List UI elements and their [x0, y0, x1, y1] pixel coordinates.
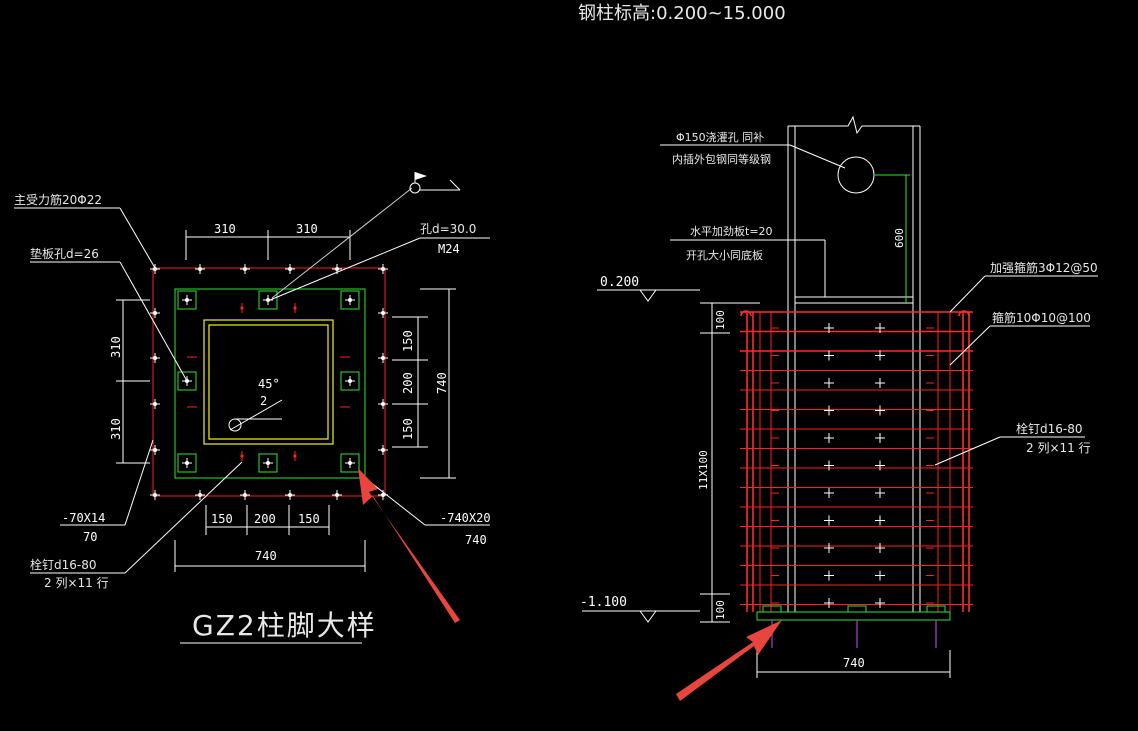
- dim-left-a: 310: [109, 336, 123, 358]
- dim-right-b: 200: [401, 372, 415, 394]
- elev-top-label: 0.200: [600, 275, 639, 290]
- base-plate: [174, 288, 366, 479]
- stud-mark: [824, 488, 834, 498]
- stud-note-right: 栓钉d16-80: [1016, 421, 1083, 436]
- vertical-rebars: [740, 310, 970, 612]
- stud-mark: [875, 598, 885, 608]
- rebar-outline: [152, 267, 386, 497]
- steel-column-inner: [208, 324, 329, 440]
- stud-mark: [875, 543, 885, 553]
- stud-mark: [875, 405, 885, 416]
- elevation-title: 钢柱标高:0.200~15.000: [578, 3, 786, 24]
- stud-label-left: 栓钉d16-80: [30, 557, 97, 572]
- stirrup-note: 箍筋10Φ10@100: [992, 310, 1091, 325]
- stud-grid-right: 2 列×11 行: [1026, 441, 1091, 455]
- column-base-plan: 45° 2 310 310 310 310 150 200 150 740: [14, 172, 491, 644]
- stud-mark: [875, 323, 885, 333]
- pointer-arrow-left: [358, 468, 460, 623]
- stud-mark: [875, 570, 885, 581]
- steel-column-outer: [203, 319, 334, 445]
- base-plate-elev: [756, 611, 951, 621]
- dim-bot-c: 150: [298, 512, 320, 526]
- stirrups: [740, 311, 973, 605]
- stud-grid-left: 2 列×11 行: [44, 576, 109, 590]
- dim-bot-total: 740: [255, 549, 277, 563]
- stud-mark: [875, 515, 885, 526]
- stud-mark: [824, 570, 834, 581]
- stud-mark: [824, 460, 834, 471]
- weld-label: 2: [260, 394, 267, 408]
- stud-mark: [824, 405, 834, 416]
- dim-right-a: 150: [401, 330, 415, 352]
- stud-mark: [824, 598, 834, 608]
- stud-ticks: [187, 303, 350, 461]
- column-base-elevation: 600 0.200 -1.100 100: [580, 115, 1098, 701]
- stud-mark: [875, 488, 885, 498]
- detail-title: GZ2柱脚大样: [192, 609, 377, 642]
- stud-mark: [824, 543, 834, 553]
- stiffener-note: 水平加劲板t=20: [690, 224, 773, 238]
- dim-bot-a: 150: [211, 512, 233, 526]
- rib-label: -70X14: [62, 511, 105, 525]
- dim-mid: 11X100: [697, 450, 710, 490]
- stud-mark: [875, 350, 885, 361]
- dim-bot-100: 100: [714, 600, 727, 620]
- stud-mark: [824, 378, 834, 388]
- dim-right-c: 150: [401, 418, 415, 440]
- stud-mark: [875, 433, 885, 443]
- dim-left-b: 310: [109, 418, 123, 440]
- stud-mark: [875, 460, 885, 471]
- hole-note-2: 内插外包钢同等级钢: [672, 152, 771, 166]
- main-rebar-label: 主受力筋20Φ22: [14, 192, 102, 207]
- dim-top-a: 310: [214, 222, 236, 236]
- dim-width: 740: [843, 656, 865, 670]
- bolt-label: M24: [438, 242, 460, 256]
- hole-height-dim: 600: [893, 228, 906, 248]
- hole-note: Φ150浇灌孔 同补: [676, 131, 764, 144]
- hole-label: 孔d=30.0: [420, 222, 476, 236]
- dim-right-total: 740: [435, 372, 449, 394]
- plate-value: 740: [465, 533, 487, 547]
- stud-mark: [824, 515, 834, 526]
- stud-mark: [875, 378, 885, 388]
- dim-top-b: 310: [296, 222, 318, 236]
- plate-label: -740X20: [440, 511, 491, 525]
- rib-value: 70: [83, 530, 97, 544]
- angle-label: 45°: [258, 377, 280, 391]
- elev-bot-label: -1.100: [580, 595, 627, 610]
- stud-mark: [824, 350, 834, 361]
- stud-mark: [824, 323, 834, 333]
- dim-top-100: 100: [714, 310, 727, 330]
- dim-bot-b: 200: [254, 512, 276, 526]
- stirrup-strong-note: 加强箍筋3Φ12@50: [990, 260, 1098, 275]
- pointer-arrow-right: [676, 620, 782, 701]
- pad-plates: [177, 290, 360, 473]
- pad-hole-label: 垫板孔d=26: [30, 246, 99, 261]
- studs: [771, 323, 934, 608]
- stud-mark: [824, 433, 834, 443]
- stiffener-note-2: 开孔大小同底板: [686, 248, 763, 262]
